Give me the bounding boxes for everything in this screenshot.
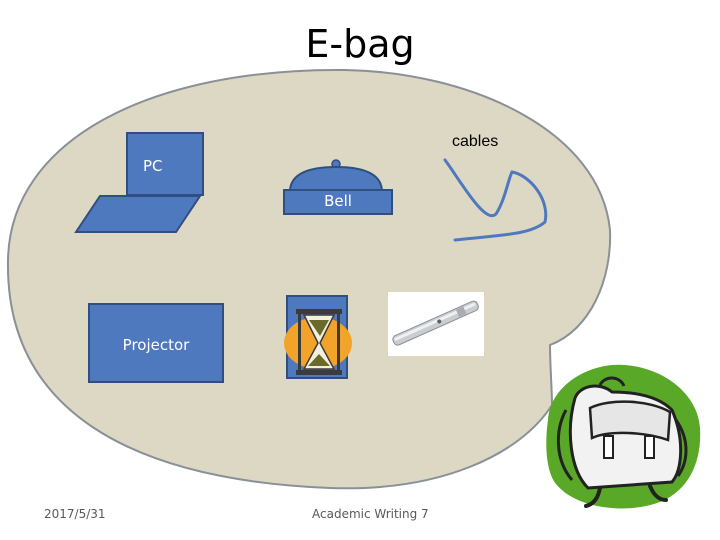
- bell-shape: [283, 159, 393, 215]
- footer-center-text: Academic Writing 7: [312, 507, 429, 521]
- pc-laptop-shape: [74, 132, 204, 233]
- bell-label: Bell: [324, 192, 352, 210]
- backpack-image: [546, 364, 701, 509]
- laser-pointer-image: [388, 292, 484, 356]
- hourglass-icon: [284, 295, 352, 379]
- speech-bubble-shape: [6, 68, 612, 490]
- footer-date: 2017/5/31: [44, 507, 106, 521]
- cables-label: cables: [452, 133, 499, 150]
- page-title: E-bag: [305, 22, 415, 66]
- cables-drawing: [443, 158, 548, 242]
- projector-label: Projector: [122, 336, 190, 354]
- projector-shape: [88, 303, 224, 383]
- pc-label: PC: [143, 157, 163, 175]
